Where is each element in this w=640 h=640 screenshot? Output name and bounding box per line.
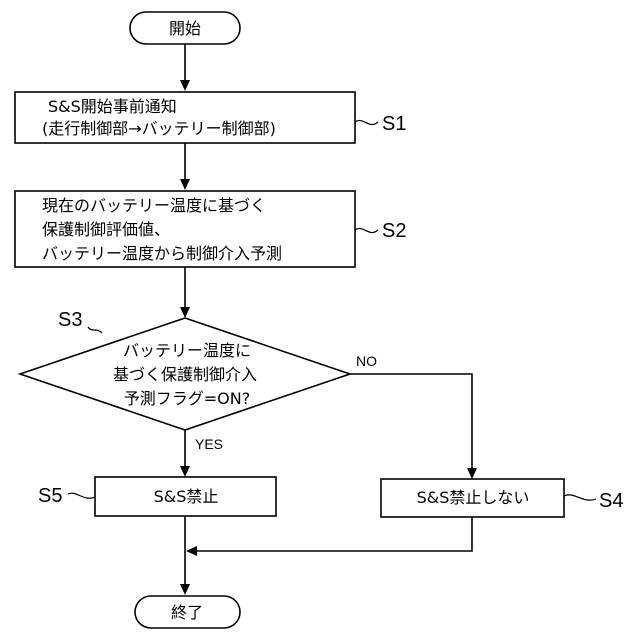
step-s2-label: S2 bbox=[382, 220, 406, 242]
step-s2-leader bbox=[355, 228, 378, 232]
step-s2-line-2: 保護制御評価値、 bbox=[42, 220, 170, 239]
arrow-s4-to-merge bbox=[195, 517, 472, 551]
decision-s3-line-1: バッテリー温度に bbox=[123, 341, 251, 360]
start-text: 開始 bbox=[169, 19, 201, 38]
step-s5-text: S&S禁止 bbox=[154, 487, 219, 506]
step-s5-leader bbox=[68, 493, 95, 498]
end-text: 終了 bbox=[171, 603, 203, 622]
arrowhead-s5-to-end bbox=[180, 584, 190, 595]
arrowhead-s3-no bbox=[467, 468, 477, 479]
arrowhead-s2-to-s3 bbox=[180, 307, 190, 318]
decision-s3-label: S3 bbox=[58, 309, 82, 331]
arrowhead-s1-to-s2 bbox=[180, 179, 190, 190]
step-s1-label: S1 bbox=[382, 113, 406, 135]
decision-s3-line-2: 基づく保護制御介入 bbox=[113, 365, 257, 384]
step-s5-label: S5 bbox=[38, 485, 62, 507]
step-s1-line-1: S&S開始事前通知 bbox=[48, 97, 177, 116]
arrowhead-start-to-s1 bbox=[180, 80, 190, 91]
step-s4-text: S&S禁止しない bbox=[417, 488, 530, 507]
arrowhead-s3-yes bbox=[180, 466, 190, 477]
step-s1-line-2: (走行制御部→バッテリー制御部) bbox=[42, 119, 276, 138]
step-s4-label: S4 bbox=[599, 490, 623, 512]
decision-yes-label: YES bbox=[195, 436, 223, 452]
step-s2-line-1: 現在のバッテリー温度に基づく bbox=[42, 196, 266, 215]
step-s1-leader bbox=[355, 120, 378, 124]
decision-s3-leader bbox=[88, 327, 102, 333]
arrowhead-s4-to-merge bbox=[186, 546, 197, 556]
decision-no-label: NO bbox=[356, 353, 377, 369]
step-s4-leader bbox=[564, 495, 596, 500]
decision-s3-line-3: 予測フラグ=ON? bbox=[124, 389, 250, 408]
step-s2-line-3: バッテリー温度から制御介入予測 bbox=[42, 244, 282, 263]
arrow-s3-no bbox=[350, 374, 472, 470]
